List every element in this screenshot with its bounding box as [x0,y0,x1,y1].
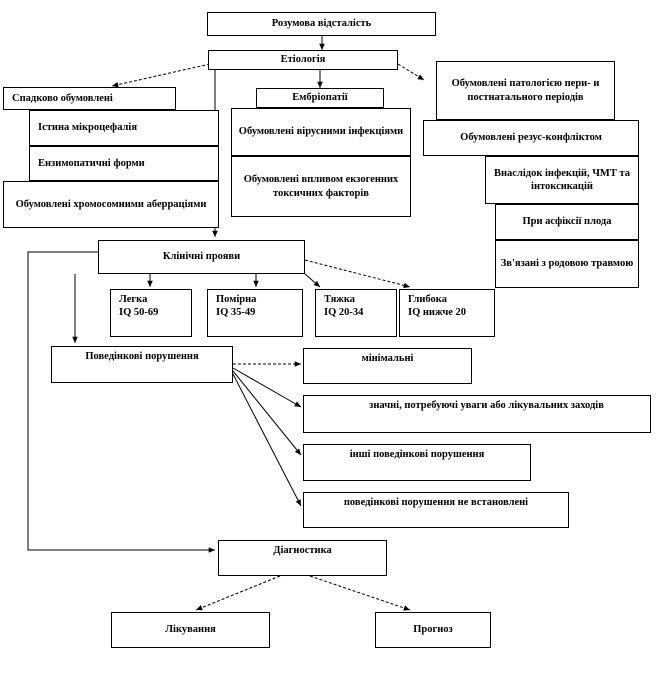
title-label: Розумова відсталість [271,18,372,30]
perinatal-item-4-label: Зв'язані з родовою травмою [500,258,634,270]
perinatal-title-box: Обумовлені патологією пери- и постнаталь… [436,61,615,120]
etiology-label: Етіологія [280,54,326,66]
degree-mild: Легка IQ 50-69 [110,289,192,337]
behavior-item-3-label: інші поведінкові порушення [349,449,485,460]
degree-severe: Тяжка IQ 20-34 [315,289,397,337]
degree-moderate-name: Помірна [216,294,257,305]
title-box: Розумова відсталість [207,12,436,36]
hereditary-item-3: Обумовлені хромосомними аберраціями [3,181,219,228]
etiology-box: Етіологія [208,50,398,70]
embryopathy-item-2-label: Обумовлені впливом екзогенних токсичних … [243,174,399,199]
diagnostics-box: Діагностика [218,540,387,576]
perinatal-item-1: Обумовлені резус-конфліктом [423,120,639,156]
treatment-label: Лікування [165,624,216,636]
hereditary-item-1: Істина мікроцефалія [29,110,219,146]
prognosis-label: Прогноз [413,624,453,636]
hereditary-title-box: Спадково обумовлені [3,87,176,110]
behavior-item-4: поведінкові порушення не встановлені [303,492,569,528]
treatment-box: Лікування [111,612,270,648]
hereditary-item-2: Ензимопатичні форми [29,146,219,181]
degree-profound-name: Глибока [408,294,447,305]
behavior-item-1: мінімальні [303,348,472,384]
perinatal-item-2: Внаслідок інфекцій, ЧМТ та інтоксикацій [485,156,639,204]
clinical-title: Клінічні прояви [162,251,241,263]
behavior-item-2: значні, потребуючі уваги або лікувальних… [303,395,651,433]
perinatal-item-3: При асфіксії плода [495,204,639,240]
perinatal-item-4: Зв'язані з родовою травмою [495,240,639,288]
embryopathy-item-1-label: Обумовлені вірусними інфекціями [238,126,404,138]
hereditary-title: Спадково обумовлені [12,92,113,104]
behavior-item-1-label: мінімальні [361,353,414,364]
behavior-item-2-label: значні, потребуючі уваги або лікувальних… [369,400,604,411]
embryopathy-item-1: Обумовлені вірусними інфекціями [231,108,411,156]
degree-severe-iq: IQ 20-34 [324,307,364,319]
behavior-item-3: інші поведінкові порушення [303,444,531,481]
perinatal-item-3-label: При асфіксії плода [522,216,612,228]
prognosis-box: Прогноз [375,612,491,648]
diagnostics-label: Діагностика [273,545,332,556]
hereditary-item-3-label: Обумовлені хромосомними аберраціями [15,198,207,210]
degree-mild-iq: IQ 50-69 [119,307,159,319]
hereditary-item-1-label: Істина мікроцефалія [38,122,138,134]
degree-profound: Глибока IQ нижче 20 [399,289,495,337]
embryopathy-item-2: Обумовлені впливом екзогенних токсичних … [231,156,411,217]
perinatal-item-1-label: Обумовлені резус-конфліктом [460,132,602,144]
behavior-item-4-label: поведінкові порушення не встановлені [343,497,529,508]
degree-moderate-iq: IQ 35-49 [216,307,256,319]
degree-profound-iq: IQ нижче 20 [408,307,467,319]
behavior-title: Поведінкові порушення [85,351,199,362]
degree-mild-name: Легка [119,294,148,305]
perinatal-item-2-label: Внаслідок інфекцій, ЧМТ та інтоксикацій [494,167,630,192]
clinical-title-box: Клінічні прояви [98,240,305,274]
perinatal-title: Обумовлені патологією пери- и постнаталь… [451,78,600,103]
hereditary-item-2-label: Ензимопатичні форми [38,157,145,169]
embryopathy-title-box: Ембріопатії [256,88,384,108]
degree-severe-name: Тяжка [324,294,356,305]
behavior-title-box: Поведінкові порушення [51,346,233,383]
embryopathy-title: Ембріопатії [292,92,348,104]
degree-moderate: Помірна IQ 35-49 [207,289,303,337]
